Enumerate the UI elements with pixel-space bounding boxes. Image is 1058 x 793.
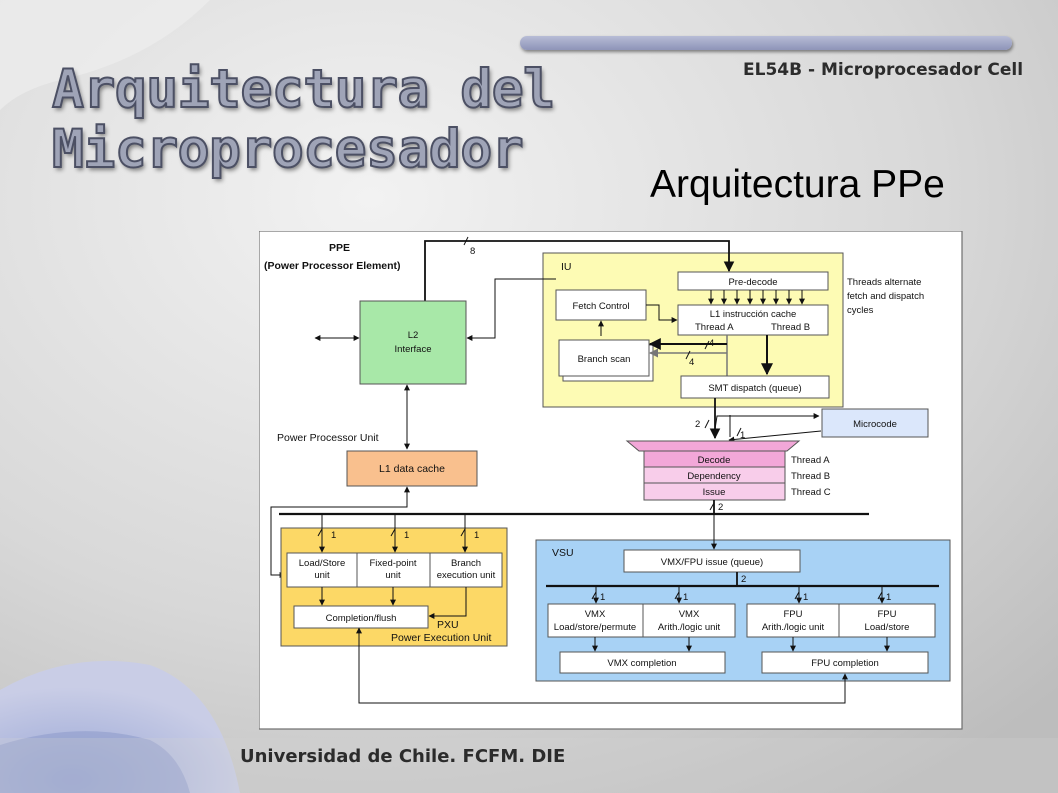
completion-feedback-line — [356, 627, 848, 704]
l1-data-cache-box — [346, 450, 478, 487]
vsu-label: VSU — [552, 547, 574, 559]
smt-dispatch-box — [680, 375, 830, 399]
pre-decode-label: Pre-decode — [728, 277, 777, 288]
vmx-completion-label: VMX completion — [607, 658, 676, 669]
decode-thread-c: Thread C — [791, 487, 831, 498]
fixed-point-unit-label-2: unit — [385, 570, 401, 581]
bus-width-8: 8 — [470, 246, 475, 257]
vsu-issue-arrows — [591, 586, 885, 604]
dependency-label: Dependency — [687, 471, 741, 482]
l1-icache-label: L1 instrucción cache — [710, 309, 797, 320]
fetch-control-box — [555, 289, 647, 321]
footer-institution: Universidad de Chile. FCFM. DIE — [240, 746, 566, 767]
bus-width-4a: 4 — [709, 338, 714, 349]
vsu-width-1a: 1 — [600, 592, 605, 603]
smt-dispatch-label: SMT dispatch (queue) — [708, 383, 801, 394]
decode-funnel — [625, 440, 801, 452]
pxu-name: Power Execution Unit — [391, 632, 491, 644]
slide-title-line-1: Arquitectura del — [51, 59, 556, 121]
decorative-bar — [520, 36, 1012, 50]
ppe-subtitle: (Power Processor Element) — [264, 260, 401, 272]
bus-width-2c: 2 — [741, 574, 746, 585]
fpu-arith-label-1: FPU — [784, 609, 803, 620]
slide-title: Arquitectura del Microprocesador — [51, 59, 556, 181]
completion-arrows — [319, 587, 467, 619]
pxu-label: PXU — [437, 619, 459, 631]
vmx-load-store-label-1: VMX — [585, 609, 606, 620]
bus-width-4b: 4 — [689, 357, 694, 368]
vmx-fpu-issue-box — [623, 549, 801, 573]
slide-subtitle: Arquitectura PPe — [650, 163, 945, 206]
slide-title-line-2: Microprocesador — [51, 118, 525, 180]
load-store-unit-label-2: unit — [314, 570, 330, 581]
icache-thread-a: Thread A — [695, 322, 734, 333]
threads-note-line-1: Threads alternate — [847, 277, 921, 288]
bus-width-2b: 2 — [718, 502, 723, 513]
decode-thread-a: Thread A — [791, 455, 830, 466]
iu-label: IU — [561, 261, 572, 273]
l1-icache-box — [677, 304, 829, 336]
vsu-width-1d: 1 — [886, 592, 891, 603]
fpu-load-store-label-2: Load/store — [865, 622, 910, 633]
decode-label: Decode — [698, 455, 731, 466]
threads-note-line-2: fetch and dispatch — [847, 291, 924, 302]
l2-interface-box — [359, 300, 467, 385]
vmx-arith-label-2: Arith./logic unit — [658, 622, 721, 633]
vmx-arith-label-1: VMX — [679, 609, 700, 620]
issue-label: Issue — [703, 487, 726, 498]
fpu-arith-label-2: Arith./logic unit — [762, 622, 825, 633]
pxu-width-1c: 1 — [474, 530, 479, 541]
fpu-load-store-label-1: FPU — [878, 609, 897, 620]
ppe-title: PPE — [329, 242, 350, 254]
fixed-point-unit-box — [356, 552, 431, 588]
branch-scan-box — [558, 339, 650, 377]
branch-execution-unit-label-2: execution unit — [437, 570, 496, 581]
microcode-label: Microcode — [853, 419, 897, 430]
decode-thread-b: Thread B — [791, 471, 830, 482]
pxu-width-1a: 1 — [331, 530, 336, 541]
microcode-box — [821, 408, 929, 438]
pre-decode-arrows — [708, 290, 805, 305]
branch-scan-label: Branch scan — [578, 354, 631, 365]
course-header: EL54B - Microprocesador Cell — [743, 60, 1024, 80]
vmx-fpu-issue-label: VMX/FPU issue (queue) — [661, 557, 763, 568]
l1-data-cache-label: L1 data cache — [379, 463, 445, 475]
pre-decode-box — [677, 271, 829, 291]
fixed-point-unit-label-1: Fixed-point — [370, 558, 417, 569]
vsu-width-1b: 1 — [683, 592, 688, 603]
ppu-label: Power Processor Unit — [277, 432, 379, 444]
fpu-load-store-box — [838, 603, 936, 638]
bus-width-2a: 2 — [695, 419, 700, 430]
completion-flush-label: Completion/flush — [326, 613, 397, 624]
fpu-completion-label: FPU completion — [811, 658, 879, 669]
ppe-block-diagram: PPE (Power Processor Element) IU Threads… — [259, 231, 963, 730]
l2-interface-label-2: Interface — [395, 344, 432, 355]
l2-interface-label-1: L2 — [408, 330, 419, 341]
vmx-load-store-label-2: Load/store/permute — [554, 622, 636, 633]
bus-width-1a: 1 — [740, 430, 745, 441]
fetch-control-label: Fetch Control — [572, 301, 629, 312]
vsu-width-1c: 1 — [803, 592, 808, 603]
load-store-unit-label-1: Load/Store — [299, 558, 345, 569]
pxu-issue-arrows — [317, 515, 468, 553]
threads-note-line-3: cycles — [847, 305, 874, 316]
branch-execution-unit-label-1: Branch — [451, 558, 481, 569]
pxu-width-1b: 1 — [404, 530, 409, 541]
icache-thread-b: Thread B — [771, 322, 810, 333]
load-store-unit-box — [286, 552, 358, 588]
